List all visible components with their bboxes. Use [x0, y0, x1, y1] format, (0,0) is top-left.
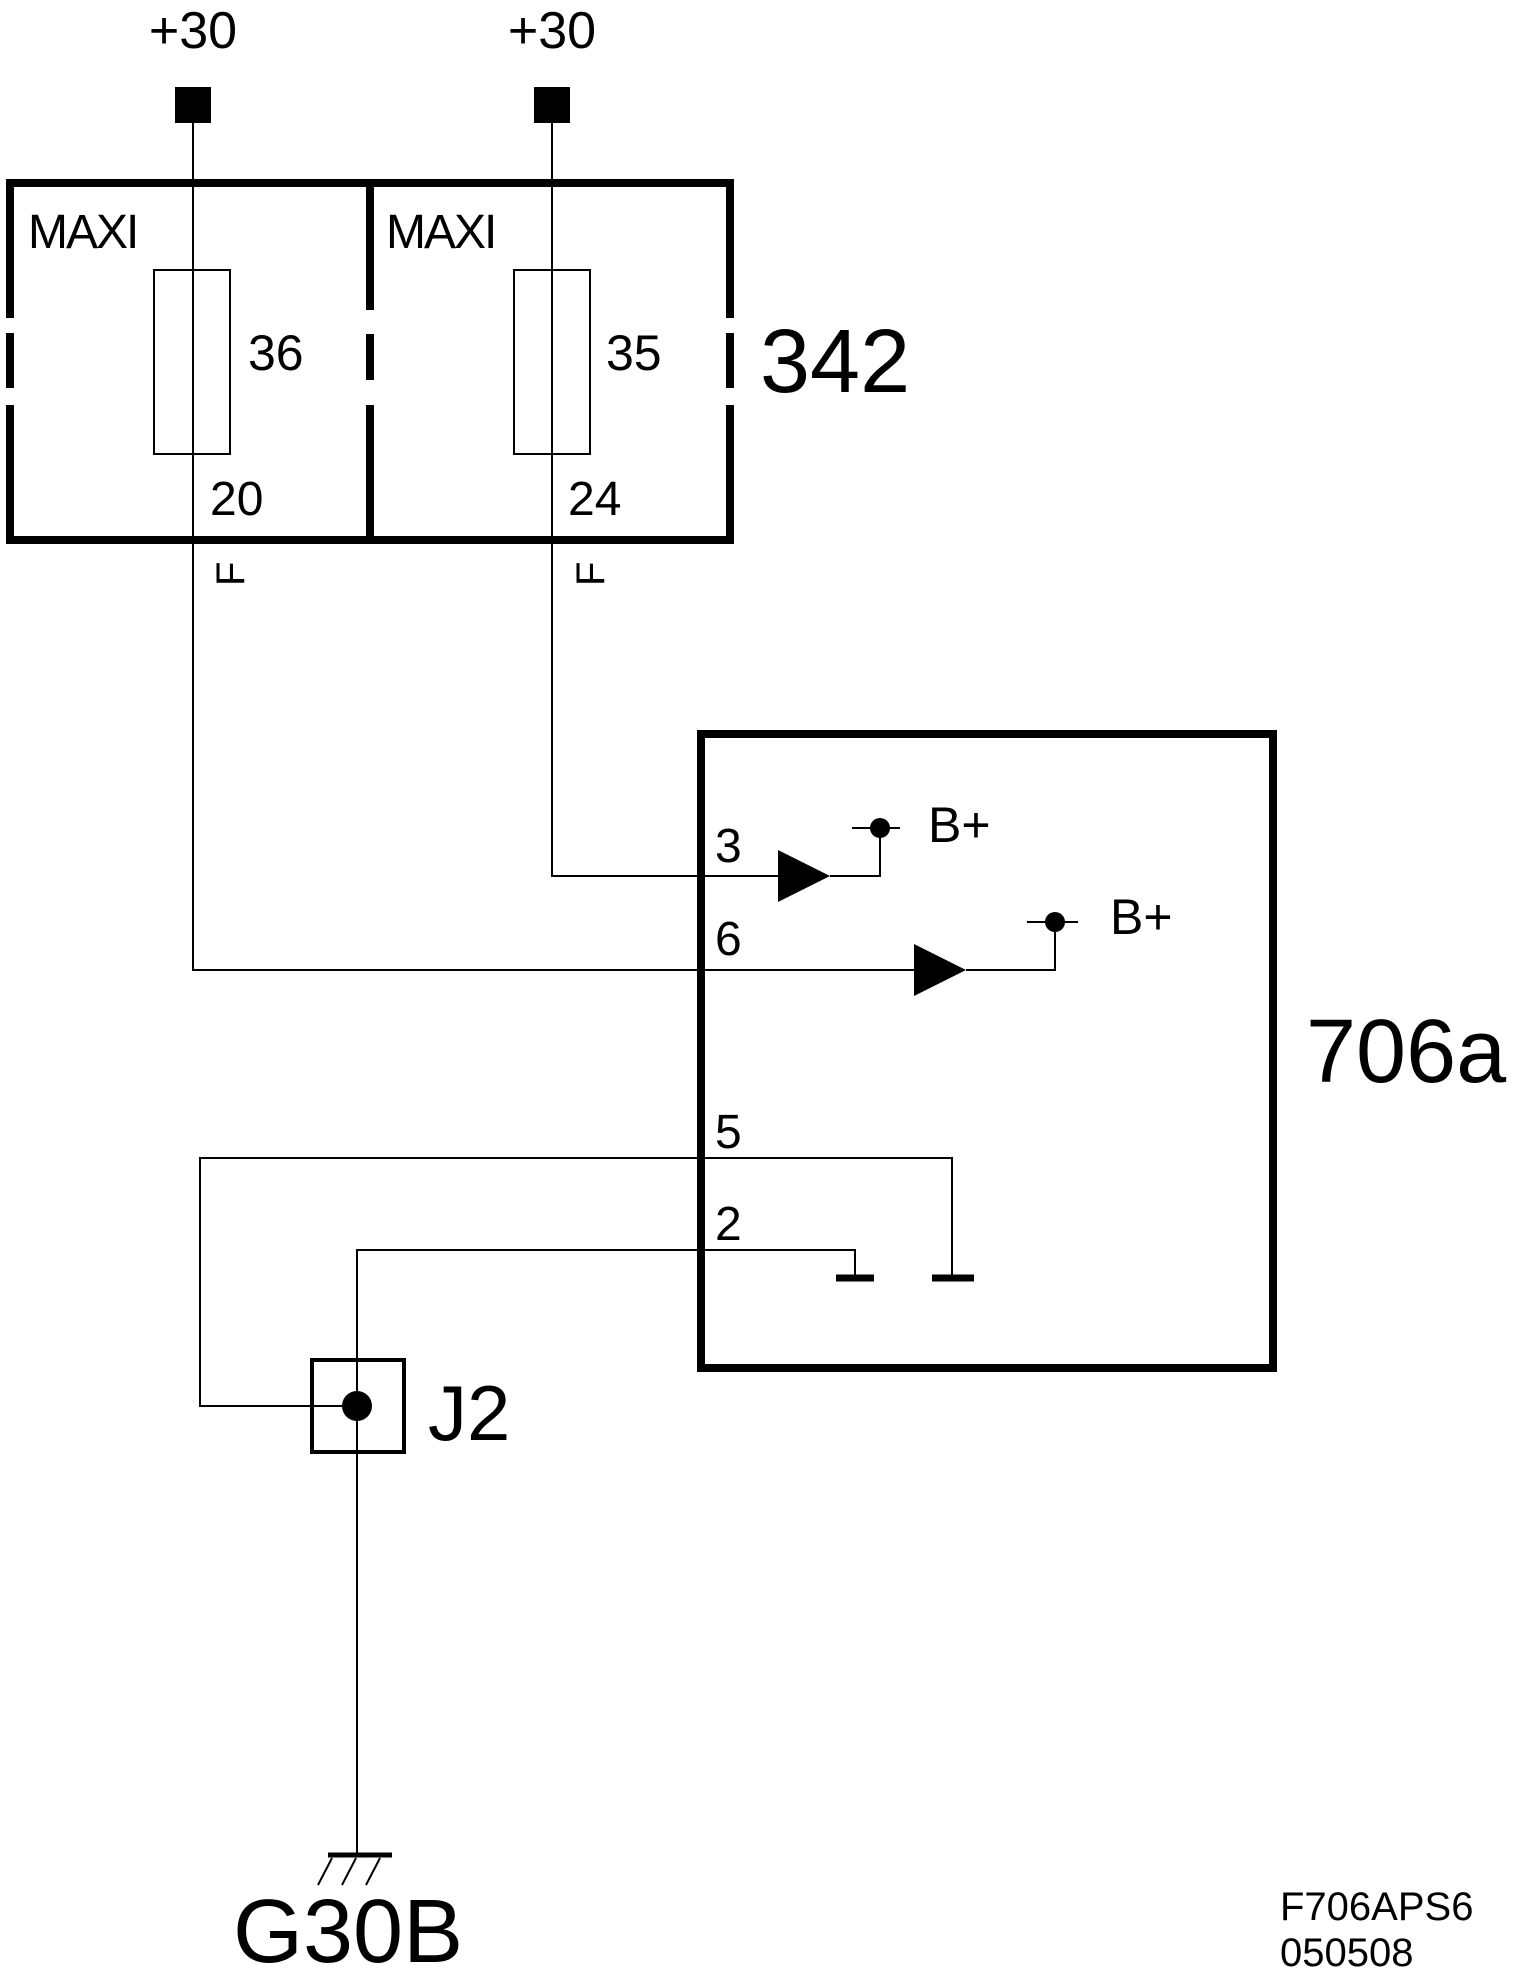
junction-j2: J2 — [310, 1358, 510, 1457]
supply-terminal-right: +30 — [508, 2, 596, 123]
fuse-right-pin: 24 — [568, 473, 621, 526]
ground-symbol — [317, 1852, 392, 1886]
footer-code: F706APS6 — [1280, 1885, 1473, 1929]
fuse-left: MAXI 36 20 F — [28, 206, 304, 586]
pin-3-output-label: B+ — [928, 797, 991, 853]
fuse-box — [6, 179, 734, 544]
module-pin-5: 5 — [715, 1106, 742, 1159]
module-box — [697, 730, 1277, 1372]
fuse-left-type: MAXI — [28, 206, 137, 259]
junction-dot — [342, 1391, 372, 1421]
fuse-right-connector: F — [569, 562, 613, 586]
footer-date: 050508 — [1280, 1931, 1413, 1975]
wire-pin2-ground — [356, 1249, 856, 1855]
pin-3-arrow — [778, 850, 830, 902]
pin-6-output-label: B+ — [1110, 889, 1173, 945]
module-id: 706a — [1306, 1002, 1507, 1102]
fuse-left-pin: 20 — [210, 473, 263, 526]
supply-terminal-left: +30 — [149, 2, 237, 123]
module-pin-2: 2 — [715, 1198, 742, 1251]
fuse-left-connector: F — [209, 562, 253, 586]
pin-3-output-line — [830, 828, 881, 877]
fuse-left-number: 36 — [248, 325, 304, 381]
pin-6-terminal — [1045, 912, 1065, 932]
pin-3-terminal — [870, 818, 890, 838]
supply-label-left: +30 — [149, 2, 237, 60]
fuse-right-number: 35 — [606, 325, 662, 381]
module-pin-3: 3 — [715, 820, 742, 873]
ground-label: G30B — [233, 1882, 463, 1980]
wire-fuse36-pin6 — [192, 123, 930, 971]
pin-6-arrow — [914, 944, 966, 996]
supply-label-right: +30 — [508, 2, 596, 60]
junction-box — [310, 1358, 406, 1454]
fuse-box-id: 342 — [760, 312, 910, 412]
fuse-right: MAXI 35 24 F — [386, 206, 662, 586]
wire-fuse35-pin3 — [551, 123, 790, 877]
fuse-right-type: MAXI — [386, 206, 495, 259]
pin-6-output-line — [966, 922, 1056, 971]
junction-label: J2 — [428, 1369, 510, 1457]
module-pin-6: 6 — [715, 913, 742, 966]
module-706a: 706a 3 B+ 6 B+ 5 2 — [697, 730, 1507, 1372]
